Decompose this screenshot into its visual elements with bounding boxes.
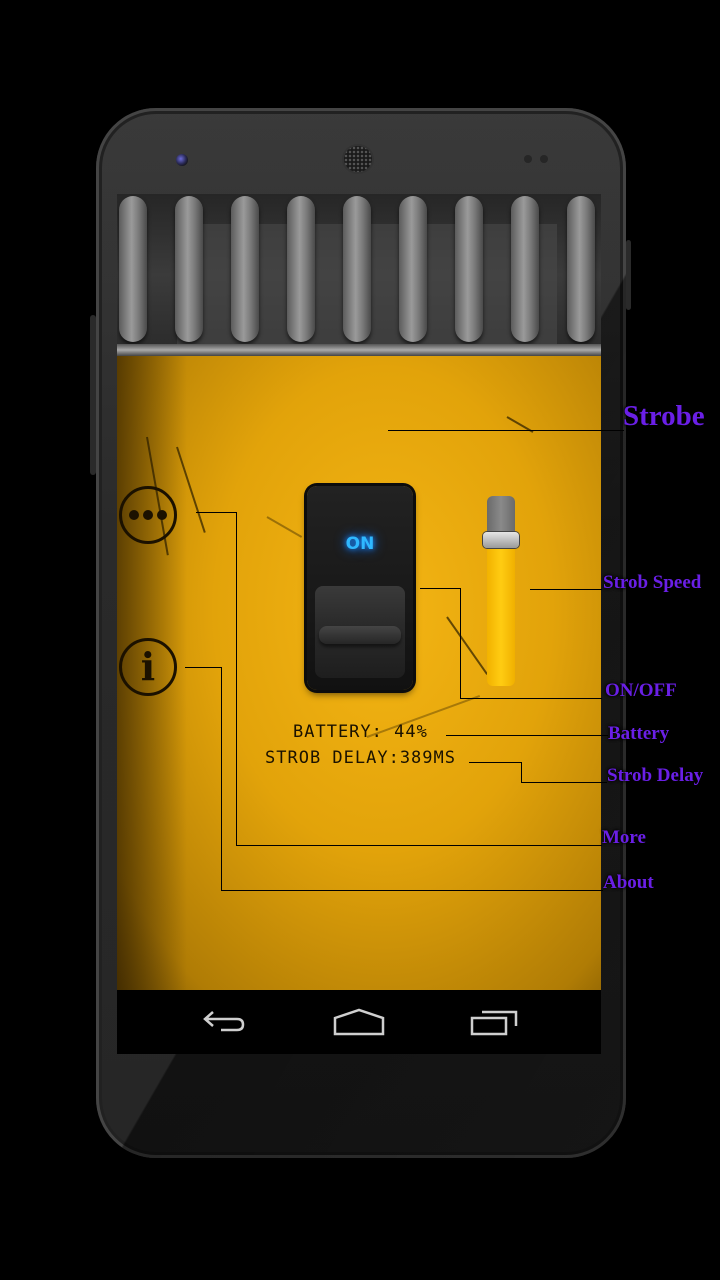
- more-dots-icon: [129, 510, 167, 520]
- switch-on-label: ON: [345, 534, 375, 554]
- annotation-more: More: [602, 827, 646, 848]
- recents-icon[interactable]: [470, 1008, 520, 1036]
- delay-leader-line: [521, 762, 522, 782]
- onoff-leader-line: [460, 588, 461, 698]
- info-icon: i: [140, 644, 156, 689]
- volume-button: [90, 315, 96, 475]
- onoff-leader-line: [460, 698, 602, 699]
- battery-leader-line: [446, 735, 608, 736]
- power-toggle-switch[interactable]: ON: [307, 486, 413, 690]
- more-leader-line: [236, 512, 237, 846]
- strobe-leader-line: [388, 430, 624, 431]
- strobe-delay-status: STROB DELAY:389MS: [265, 748, 456, 768]
- sensor-icon: [524, 155, 532, 163]
- delay-leader-line: [469, 762, 521, 763]
- front-camera-icon: [176, 154, 188, 166]
- more-leader-line: [196, 512, 236, 513]
- power-button: [626, 240, 631, 310]
- about-button[interactable]: i: [119, 638, 177, 696]
- sensor-icon: [540, 155, 548, 163]
- annotation-strobe: Strobe: [623, 400, 705, 432]
- annotation-strob-speed: Strob Speed: [603, 572, 702, 593]
- earpiece-speaker-icon: [344, 146, 372, 172]
- screen: i ON BATTERY: 44% STROB DELAY:389MS: [117, 194, 601, 1054]
- strobe-speed-slider[interactable]: [483, 496, 519, 686]
- about-leader-line: [221, 667, 222, 890]
- home-icon[interactable]: [333, 1008, 385, 1036]
- onoff-leader-line: [420, 588, 460, 589]
- back-icon[interactable]: [201, 1008, 247, 1036]
- battery-status: BATTERY: 44%: [293, 722, 428, 742]
- switch-rocker: [315, 586, 405, 678]
- speed-leader-line: [530, 589, 602, 590]
- android-navbar: [117, 990, 601, 1054]
- annotation-about: About: [603, 872, 654, 893]
- annotation-battery: Battery: [608, 723, 670, 744]
- about-leader-line: [221, 890, 603, 891]
- more-leader-line: [236, 845, 602, 846]
- flashlight-grille: [117, 194, 601, 356]
- slider-thumb[interactable]: [483, 532, 519, 548]
- annotation-strob-delay: Strob Delay: [607, 765, 704, 786]
- more-button[interactable]: [119, 486, 177, 544]
- delay-leader-line: [521, 782, 607, 783]
- annotation-on-off: ON/OFF: [605, 680, 677, 701]
- about-leader-line: [185, 667, 221, 668]
- control-panel: i ON BATTERY: 44% STROB DELAY:389MS: [117, 356, 601, 990]
